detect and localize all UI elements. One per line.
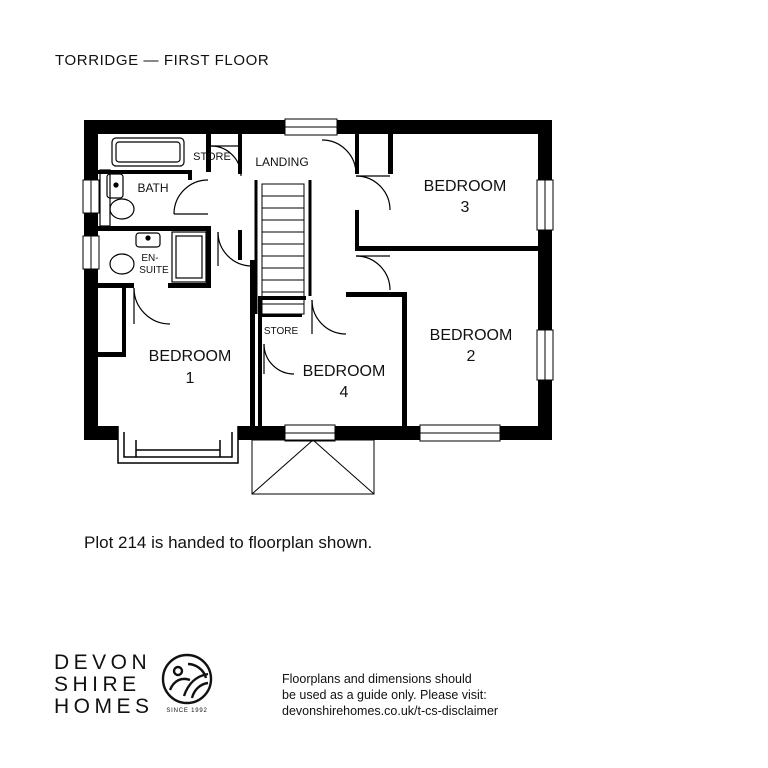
handed-note: Plot 214 is handed to floorplan shown.	[84, 533, 373, 552]
label-ensuite-1: EN-	[141, 253, 158, 264]
outer-walls	[84, 120, 552, 440]
door-bedroom3	[355, 175, 391, 211]
basin-bath	[106, 173, 124, 199]
porch-canopy	[251, 439, 375, 495]
wall-bedroom1-right	[250, 260, 255, 432]
door-bedroom2	[355, 255, 391, 291]
room-labels: STORE LANDING BATH EN- SUITE BEDROOM 3 B…	[137, 151, 512, 401]
door-swings	[133, 139, 391, 375]
brand-line-1: DEVON	[54, 651, 152, 674]
brand-line-2: SHIRE	[54, 673, 141, 696]
wall-bed3-bottom	[355, 246, 541, 251]
staircase	[254, 180, 312, 315]
label-bedroom1-1: BEDROOM	[149, 348, 232, 365]
door-bedroom4	[311, 299, 347, 335]
wall-bed2-left	[402, 292, 407, 428]
door-bedroom1	[133, 287, 171, 325]
label-bedroom3-1: BEDROOM	[424, 178, 507, 195]
shower	[171, 231, 207, 283]
circular-emblem-icon	[161, 653, 213, 705]
label-store-mid: STORE	[264, 326, 299, 337]
stair-outline	[261, 183, 305, 315]
door-bath	[173, 179, 209, 215]
brand-wordmark: DEVON SHIRE HOMES	[54, 652, 154, 718]
label-bedroom1-2: 1	[186, 370, 195, 387]
label-bath: BATH	[137, 181, 168, 195]
bath-fixtures	[99, 137, 207, 283]
disclaimer: Floorplans and dimensions should be used…	[282, 671, 498, 719]
disclaimer-line-1: Floorplans and dimensions should	[282, 672, 472, 686]
wall-ensuite-bottom	[168, 283, 210, 288]
wall-bath-ensuite	[98, 226, 210, 231]
wall-store-left	[206, 134, 211, 172]
bathtub	[111, 137, 185, 167]
brand-line-3: HOMES	[54, 695, 154, 718]
wall-bath-top	[98, 170, 188, 174]
wall-right	[538, 120, 552, 440]
wall-left	[84, 120, 98, 440]
label-bedroom4-2: 4	[340, 384, 349, 401]
label-bedroom2-1: BEDROOM	[430, 327, 513, 344]
since-label: SINCE 1992	[166, 708, 208, 714]
windows	[82, 118, 554, 442]
bay-window	[117, 426, 239, 464]
stair-treads	[262, 195, 304, 305]
door-store-mid	[263, 343, 295, 375]
label-store-top: STORE	[193, 151, 231, 163]
basin-ensuite	[135, 232, 161, 248]
toilet-bath	[109, 198, 135, 220]
internal-walls	[98, 134, 541, 432]
label-bedroom3-2: 3	[461, 199, 470, 216]
toilet-ensuite	[109, 253, 135, 275]
label-ensuite-2: SUITE	[139, 265, 169, 276]
wall-ensuite-right	[206, 226, 211, 288]
label-landing: LANDING	[255, 155, 308, 169]
wall-bed4-top	[346, 292, 406, 297]
disclaimer-link[interactable]: devonshirehomes.co.uk/t-cs-disclaimer	[282, 704, 499, 718]
label-bedroom4-1: BEDROOM	[303, 363, 386, 380]
wall-bed4-left	[258, 296, 262, 428]
disclaimer-line-2: be used as a guide only. Please visit:	[282, 688, 487, 702]
plan-title: TORRIDGE — FIRST FLOOR	[55, 52, 270, 69]
door-store-right	[321, 139, 357, 175]
label-bedroom2-2: 2	[467, 348, 476, 365]
door-ensuite	[217, 231, 253, 267]
